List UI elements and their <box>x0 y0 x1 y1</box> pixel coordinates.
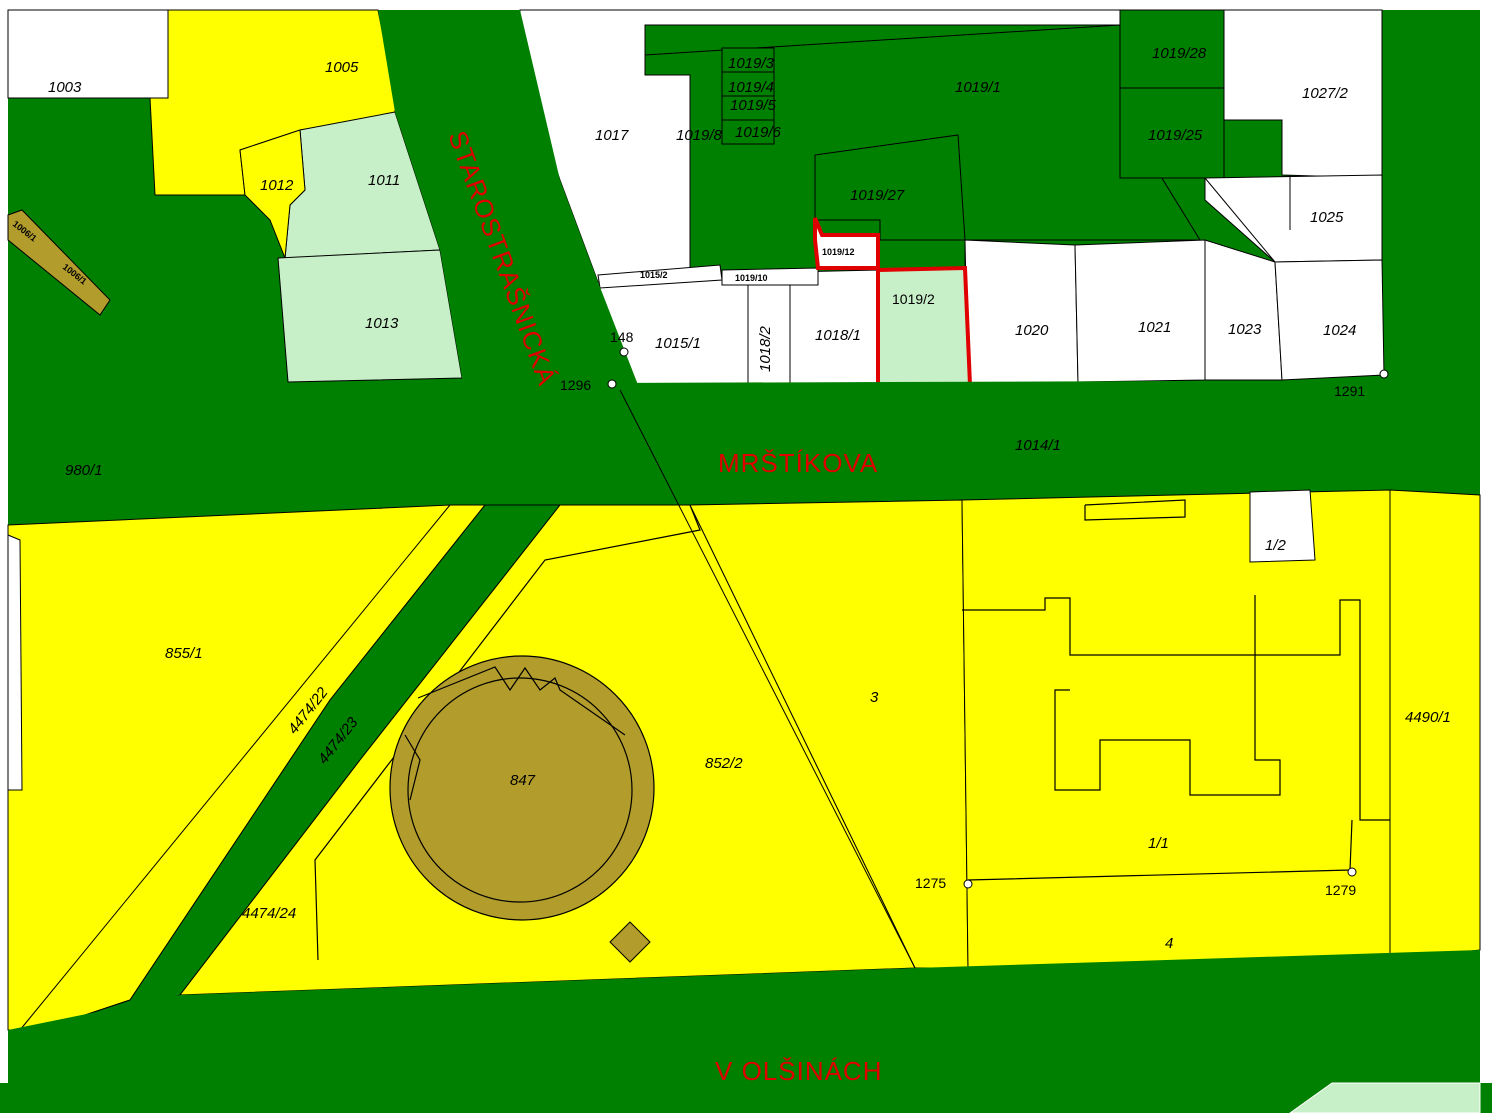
label-1013: 1013 <box>365 315 399 332</box>
point-label-1296: 1296 <box>560 377 591 393</box>
label-1019-25: 1019/25 <box>1148 127 1203 144</box>
label-building-3: 3 <box>870 689 879 706</box>
label-1-2: 1/2 <box>1265 537 1287 554</box>
label-1015-2: 1015/2 <box>640 270 668 280</box>
label-1003: 1003 <box>48 79 82 96</box>
label-1017: 1017 <box>595 127 629 144</box>
parcel-1019-12-selected[interactable] <box>813 217 880 270</box>
label-148: 148 <box>610 329 634 345</box>
point-label-1275: 1275 <box>915 875 946 891</box>
road-v-olsinach <box>8 950 1480 1083</box>
label-4474-24: 4474/24 <box>242 905 296 922</box>
label-4490-1: 4490/1 <box>1405 709 1451 726</box>
label-building-4: 4 <box>1165 935 1173 952</box>
label-980-1: 980/1 <box>65 462 103 479</box>
label-1025: 1025 <box>1310 209 1344 226</box>
label-1019-28: 1019/28 <box>1152 45 1207 62</box>
label-847: 847 <box>510 772 536 789</box>
label-1018-2: 1018/2 <box>757 325 774 372</box>
parcel-left-edge[interactable] <box>7 534 23 791</box>
label-1019-12: 1019/12 <box>822 247 855 257</box>
parcel-1024[interactable] <box>1274 259 1385 381</box>
label-1019-27: 1019/27 <box>850 187 905 204</box>
label-1012: 1012 <box>260 177 294 194</box>
label-1019-3: 1019/3 <box>728 55 775 72</box>
frame-right <box>1480 0 1492 1113</box>
frame-bottom <box>0 1083 1492 1113</box>
label-1-1: 1/1 <box>1148 835 1169 852</box>
parcel-847[interactable] <box>389 655 655 921</box>
label-1019-1: 1019/1 <box>955 79 1001 96</box>
street-label-v-olsinach: V OLŠINÁCH <box>715 1056 883 1086</box>
parcel-1006-strip[interactable] <box>7 209 111 316</box>
point-marker-1279[interactable] <box>1347 867 1357 877</box>
parcel-1019-2-selected[interactable] <box>876 265 973 387</box>
parcel-1-2[interactable] <box>1249 489 1316 563</box>
label-1019-6: 1019/6 <box>735 124 782 141</box>
frame-top <box>0 0 1492 10</box>
street-label-mrstikova: MRŠTÍKOVA <box>718 448 878 478</box>
point-marker-1291[interactable] <box>1379 369 1389 379</box>
label-1019-2: 1019/2 <box>892 291 935 307</box>
point-marker-148[interactable] <box>619 347 629 357</box>
hatched-area <box>1289 1082 1481 1113</box>
label-1023: 1023 <box>1228 321 1262 338</box>
parcel-1021[interactable] <box>1074 239 1206 383</box>
point-marker-1275[interactable] <box>963 879 973 889</box>
label-1027-2: 1027/2 <box>1302 85 1349 102</box>
label-1019-8: 1019/8 <box>676 127 723 144</box>
label-1019-5: 1019/5 <box>730 97 777 114</box>
label-1014-1: 1014/1 <box>1015 437 1061 454</box>
label-852-2: 852/2 <box>705 755 743 772</box>
parcel-1027-2[interactable] <box>1223 9 1383 179</box>
parcel-1012[interactable] <box>239 129 306 259</box>
parcel-1019-10[interactable] <box>721 267 819 286</box>
point-label-1291: 1291 <box>1334 383 1365 399</box>
small-building[interactable] <box>609 921 651 963</box>
label-1021: 1021 <box>1138 319 1171 336</box>
parcel-1003[interactable] <box>7 9 169 99</box>
parcel-1020[interactable] <box>964 239 1079 385</box>
point-label-1279: 1279 <box>1325 882 1356 898</box>
frame-left <box>0 0 8 1113</box>
label-1015-1: 1015/1 <box>655 335 701 352</box>
label-1019-10: 1019/10 <box>735 273 768 283</box>
parcel-1019-25[interactable] <box>1119 87 1225 179</box>
road-mrstikova <box>8 380 1480 525</box>
label-855-1: 855/1 <box>165 645 203 662</box>
label-1020: 1020 <box>1015 322 1049 339</box>
label-1024: 1024 <box>1323 322 1356 339</box>
parcel-1023[interactable] <box>1204 239 1283 381</box>
label-1018-1: 1018/1 <box>815 327 861 344</box>
point-marker-1296[interactable] <box>607 379 617 389</box>
label-1019-4: 1019/4 <box>728 79 774 96</box>
label-1011: 1011 <box>368 172 400 189</box>
label-1005: 1005 <box>325 59 359 76</box>
